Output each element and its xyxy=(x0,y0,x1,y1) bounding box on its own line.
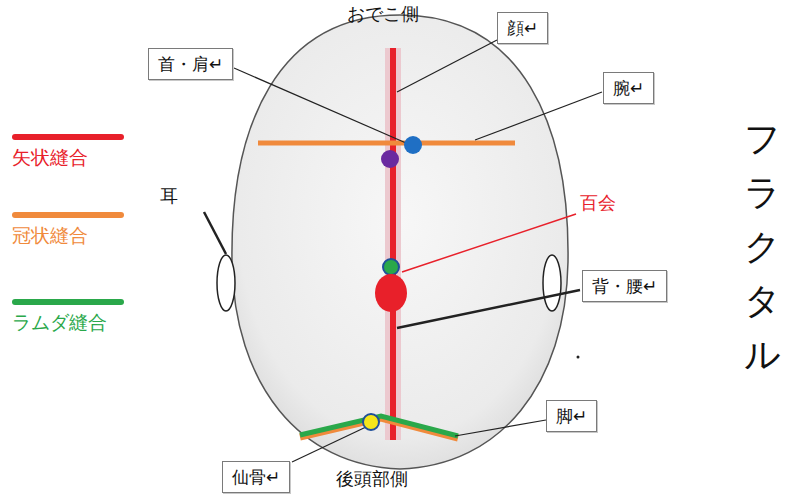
leader-line xyxy=(292,427,366,462)
leader-line xyxy=(204,212,226,254)
point-dot xyxy=(381,150,399,168)
leader-line xyxy=(455,420,546,436)
ear-label: 耳 xyxy=(160,185,178,207)
sagittal-suture xyxy=(390,48,396,440)
leader-line xyxy=(475,92,602,140)
legend-text: ラムダ縫合 xyxy=(12,311,107,334)
direction-label: おでこ側 xyxy=(347,3,419,25)
skull-outline xyxy=(232,15,568,469)
legend-swatch xyxy=(12,134,124,140)
box-text: 仙骨↵ xyxy=(232,467,280,487)
box-text: 腕↵ xyxy=(613,78,644,98)
legend-text: 冠状縫合 xyxy=(12,224,88,247)
legend-swatch xyxy=(12,299,124,305)
body-part-box: 首・肩↵ xyxy=(148,48,233,80)
leader-line xyxy=(397,40,497,92)
coronal-suture xyxy=(258,141,515,146)
point-dot xyxy=(363,414,379,430)
body-part-box: 脚↵ xyxy=(546,400,597,432)
body-part-box: 顔↵ xyxy=(497,12,548,44)
leader-line xyxy=(402,214,576,272)
body-part-box: 背・腰↵ xyxy=(582,270,667,302)
leader-line xyxy=(397,290,580,328)
leader-line xyxy=(234,68,406,143)
suture-glow xyxy=(385,48,401,440)
box-text: 脚↵ xyxy=(556,406,587,426)
point-name: 百会 xyxy=(580,192,616,214)
baihui-point xyxy=(375,274,407,312)
box-text: 首・肩↵ xyxy=(158,54,223,74)
point-dot xyxy=(383,259,399,275)
direction-label: 後頭部側 xyxy=(336,468,408,490)
box-text: 顔↵ xyxy=(507,18,538,38)
ear xyxy=(543,255,561,311)
body-part-box: 仙骨↵ xyxy=(222,461,290,493)
dot xyxy=(577,356,580,359)
legend-text: 矢状縫合 xyxy=(12,146,88,169)
body-part-box: 腕↵ xyxy=(603,72,654,104)
ear xyxy=(217,255,235,311)
legend-swatch xyxy=(12,212,124,218)
vertical-title: フラクタル xyxy=(744,112,780,382)
point-dot xyxy=(404,136,422,154)
box-text: 背・腰↵ xyxy=(592,276,657,296)
